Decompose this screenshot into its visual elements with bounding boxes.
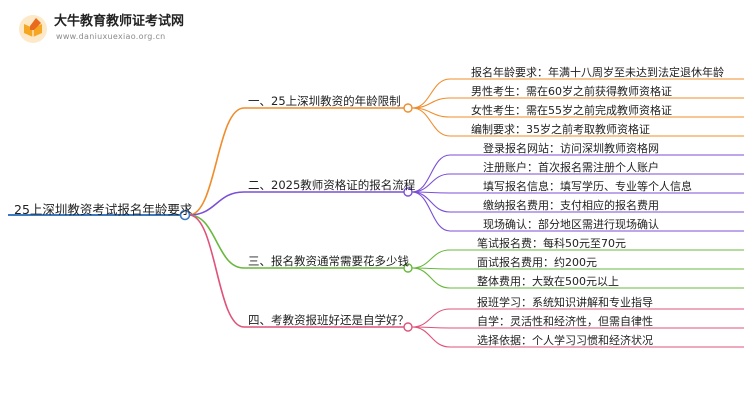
leaf-staffing-requirement[interactable]: 编制要求：35岁之前考取教师资格证 [471, 123, 650, 136]
leaf-male-candidate[interactable]: 男性考生：需在60岁之前获得教师资格证 [471, 85, 672, 98]
leaf-register-account[interactable]: 注册账户：首次报名需注册个人账户 [483, 161, 659, 174]
root-node-dot [179, 209, 191, 221]
leaf-age-requirement[interactable]: 报名年龄要求：年满十八周岁至未达到法定退休年龄 [471, 66, 724, 79]
leaf-self-study[interactable]: 自学：灵活性和经济性，但需自律性 [477, 315, 653, 328]
leaf-class-study[interactable]: 报班学习：系统知识讲解和专业指导 [477, 296, 653, 309]
branch-to-leaf-link [411, 191, 451, 232]
branch-to-leaf-link [411, 107, 451, 137]
leaf-login-website[interactable]: 登录报名网站：访问深圳教师资格网 [483, 142, 659, 155]
root-to-branch-link [188, 107, 245, 216]
leaf-written-fee[interactable]: 笔试报名费：每科50元至70元 [477, 237, 626, 250]
branch-to-leaf-link [411, 191, 451, 213]
root-to-branch-link [188, 214, 245, 328]
branch-to-leaf-link [411, 173, 451, 193]
leaf-fill-info[interactable]: 填写报名信息：填写学历、专业等个人信息 [483, 180, 692, 193]
root-to-branch-link [188, 191, 245, 216]
leaf-selection-basis[interactable]: 选择依据：个人学习习惯和经济状况 [477, 334, 653, 347]
pencil-book-icon [19, 15, 47, 43]
branch-age-limit[interactable]: 一、25上深圳教资的年龄限制 [248, 94, 401, 108]
branch-to-leaf-link [411, 249, 451, 269]
branch-to-leaf-link [411, 78, 451, 109]
branch-to-leaf-link [411, 267, 451, 289]
branch-to-leaf-link [411, 154, 451, 193]
leaf-total-fee[interactable]: 整体费用：大致在500元以上 [477, 275, 619, 288]
branch-to-leaf-link [411, 308, 451, 328]
branch-node-dot [403, 322, 413, 332]
branch-node-dot [403, 103, 413, 113]
leaf-onsite-confirm[interactable]: 现场确认：部分地区需进行现场确认 [483, 218, 659, 231]
leaf-pay-fee[interactable]: 缴纳报名费用：支付相应的报名费用 [483, 199, 659, 212]
branch-to-leaf-link [411, 326, 451, 348]
brand-title: 大牛教育教师证考试网 [54, 14, 185, 29]
branch-registration-cost[interactable]: 三、报名教资通常需要花多少钱 [248, 254, 409, 268]
branch-node-dot [403, 263, 413, 273]
brand-domain: www.daniuxuexiao.org.cn [56, 32, 166, 41]
root-to-branch-link [188, 214, 245, 269]
branch-registration-process[interactable]: 二、2025教师资格证的报名流程 [248, 178, 416, 192]
leaf-female-candidate[interactable]: 女性考生：需在55岁之前完成教师资格证 [471, 104, 672, 117]
branch-node-dot [403, 187, 413, 197]
branch-study-choice[interactable]: 四、考教资报班好还是自学好？ [248, 313, 409, 327]
root-topic[interactable]: 25上深圳教资考试报名年龄要求 [14, 202, 193, 217]
leaf-interview-fee[interactable]: 面试报名费用：约200元 [477, 256, 597, 269]
